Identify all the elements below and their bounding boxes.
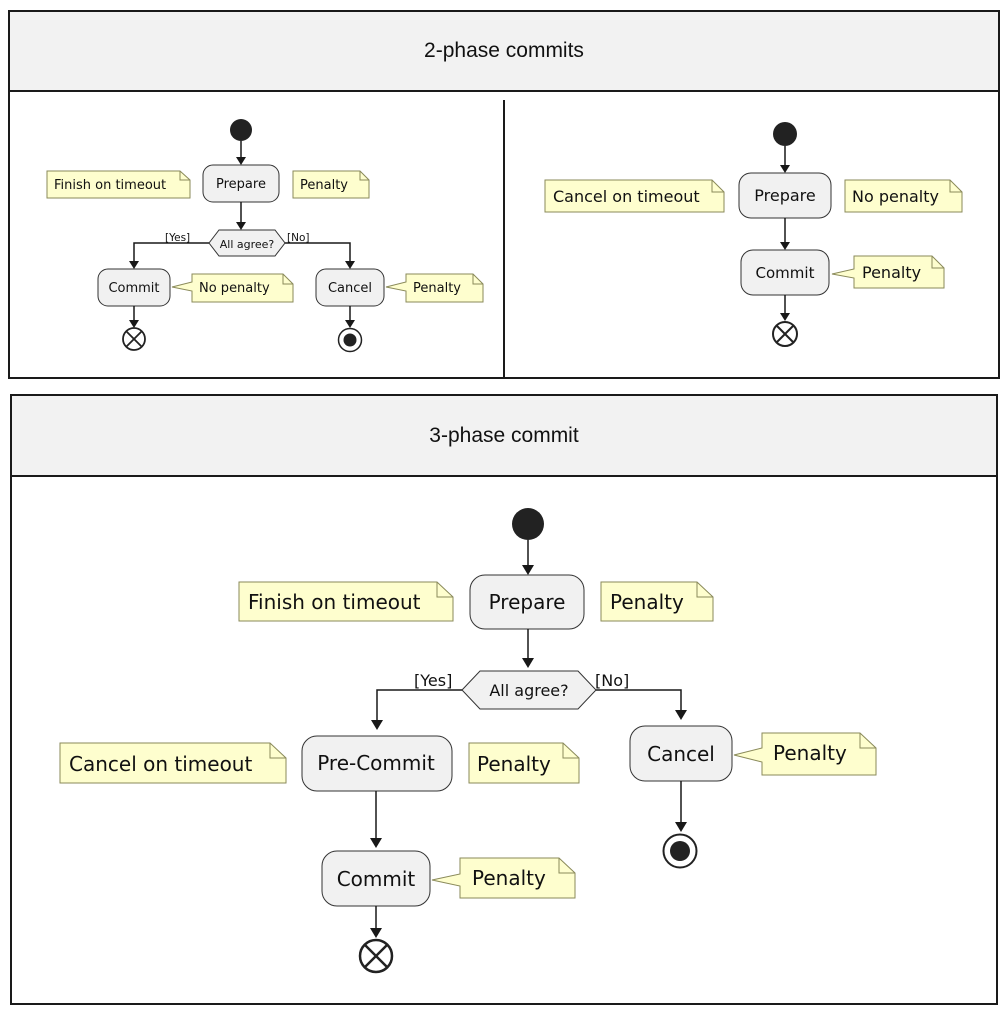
note-no-penalty-prepare-label: No penalty	[852, 187, 939, 206]
note-penalty-prepare: Penalty	[292, 170, 370, 199]
prepare-label: Prepare	[216, 177, 266, 192]
branch-no-label: [No]	[287, 232, 309, 244]
note-no-penalty-prepare: No penalty	[844, 179, 963, 213]
end-node-terminate	[772, 321, 798, 347]
commit-label: Commit	[756, 264, 815, 282]
end-node-final	[662, 833, 698, 869]
note-finish-on-timeout-label: Finish on timeout	[54, 178, 166, 193]
note-cancel-on-timeout-label: Cancel on timeout	[69, 752, 252, 776]
note-no-penalty-commit-label: No penalty	[199, 281, 270, 296]
prepare-label: Prepare	[754, 186, 815, 205]
precommit-label: Pre-Commit	[317, 751, 435, 775]
note-penalty-cancel: Penalty	[385, 273, 484, 303]
note-cancel-on-timeout: Cancel on timeout	[59, 742, 287, 784]
two-phase-right-diagram: Prepare Cancel on timeout No penalty Com…	[544, 122, 963, 347]
prepare-activity	[469, 574, 585, 630]
commit-label: Commit	[337, 867, 416, 891]
note-penalty-cancel-label: Penalty	[773, 741, 847, 765]
note-penalty-prepare-label: Penalty	[610, 590, 684, 614]
three-phase-title: 3-phase commit	[12, 396, 996, 477]
note-penalty-commit-label: Penalty	[862, 263, 921, 282]
branch-yes-label: [Yes]	[165, 232, 190, 244]
start-node	[512, 508, 544, 540]
note-finish-on-timeout: Finish on timeout	[238, 581, 454, 622]
two-phase-panel: 2-phase commits Prepare Finish on timeou…	[8, 10, 1000, 379]
note-penalty-cancel: Penalty	[733, 732, 877, 776]
two-phase-left-diagram: Prepare Finish on timeout Penalty All ag…	[46, 119, 484, 353]
prepare-label: Prepare	[489, 590, 566, 614]
three-phase-diagram: Prepare Finish on timeout Penalty All ag…	[59, 508, 877, 974]
note-penalty-precommit: Penalty	[468, 742, 580, 784]
note-penalty-precommit-label: Penalty	[477, 752, 551, 776]
note-penalty-commit: Penalty	[431, 857, 576, 899]
decision-label: All agree?	[489, 681, 568, 700]
commit-label: Commit	[108, 281, 159, 296]
note-penalty-commit-label: Penalty	[472, 866, 546, 890]
two-phase-title: 2-phase commits	[10, 12, 998, 92]
branch-yes-label: [Yes]	[414, 671, 452, 690]
start-node	[230, 119, 252, 141]
note-penalty-prepare-label: Penalty	[300, 178, 348, 193]
three-phase-panel: 3-phase commit Prepare Finish on timeout…	[10, 394, 998, 1005]
note-finish-on-timeout-label: Finish on timeout	[248, 590, 421, 614]
start-node	[773, 122, 797, 146]
note-penalty-prepare: Penalty	[600, 581, 714, 622]
two-phase-divider	[503, 100, 505, 377]
note-cancel-on-timeout-label: Cancel on timeout	[553, 187, 700, 206]
end-node-terminate	[358, 938, 394, 974]
note-finish-on-timeout: Finish on timeout	[46, 170, 191, 199]
branch-no-label: [No]	[595, 671, 629, 690]
precommit-activity	[301, 735, 453, 792]
decision-label: All agree?	[220, 238, 275, 251]
note-cancel-on-timeout: Cancel on timeout	[544, 179, 725, 213]
cancel-label: Cancel	[328, 281, 372, 296]
note-penalty-commit: Penalty	[831, 255, 945, 289]
cancel-label: Cancel	[647, 742, 715, 766]
end-node-final	[337, 327, 363, 353]
note-penalty-cancel-label: Penalty	[413, 281, 461, 296]
end-node-terminate	[122, 327, 146, 351]
note-no-penalty-commit: No penalty	[171, 273, 294, 303]
